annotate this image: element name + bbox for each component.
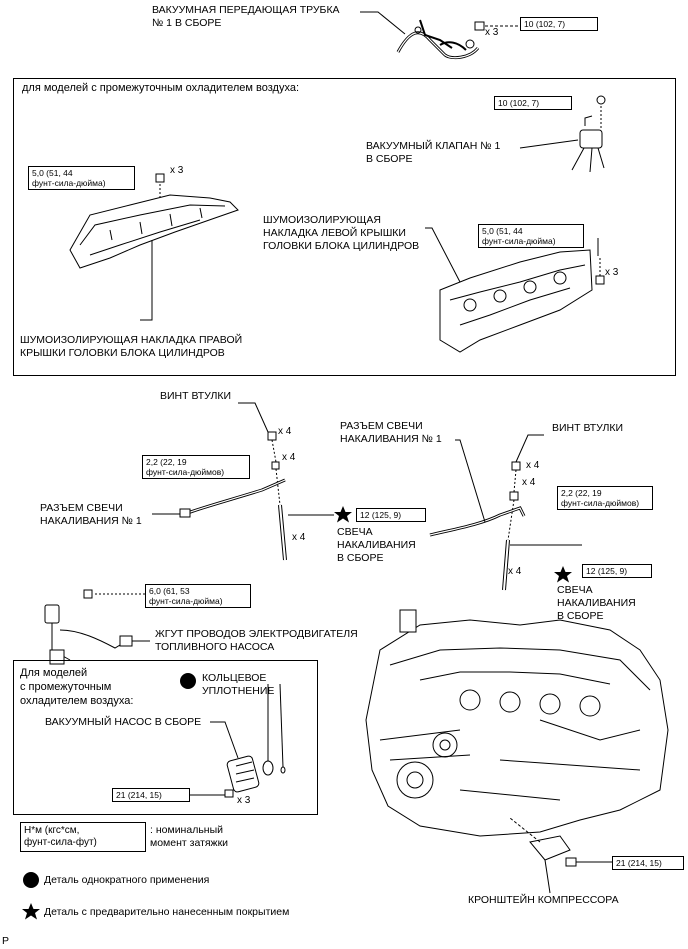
- one-time-use-dot-icon: [23, 872, 39, 888]
- legend-precoated-text: Деталь с предварительно нанесенным покры…: [44, 906, 290, 918]
- legend-one-time-text: Деталь однократного применения: [44, 874, 210, 886]
- right-bushing-screw-qty: x 4: [526, 460, 540, 471]
- bracket-torque: 21 (214, 15): [612, 856, 684, 870]
- left-nut-qty: x 4: [282, 452, 296, 463]
- intercooler-section-frame: [13, 78, 676, 376]
- left-cover-torque: 5,0 (51, 44 фунт-сила-дюйма): [478, 224, 584, 248]
- right-plug-torque: 12 (125, 9): [582, 564, 652, 578]
- vacuum-tube-torque: 10 (102, 7): [520, 17, 598, 31]
- precoated-star-icon: [22, 903, 40, 920]
- left-nut-torque: 2,2 (22, 19 фунт-сила-дюймов): [142, 455, 250, 479]
- intercooler-section-title: для моделей с промежуточным охладителем …: [22, 82, 300, 94]
- right-cover-qty: x 3: [170, 165, 184, 176]
- left-glow-plug-part: [179, 431, 287, 561]
- vacuum-pump-torque: 21 (214, 15): [112, 788, 190, 802]
- left-bushing-screw-label: ВИНТ ВТУЛКИ: [160, 390, 232, 402]
- vacuum-tube-part: [396, 19, 480, 60]
- left-plug-qty: x 4: [292, 532, 306, 543]
- bracket-label: КРОНШТЕЙН КОМПРЕССОРА: [468, 894, 619, 906]
- legend-unit-text: : номинальный момент затяжки: [150, 824, 229, 849]
- pump-section-frame: [13, 660, 318, 815]
- vacuum-pump-label: ВАКУУМНЫЙ НАСОС В СБОРЕ: [45, 716, 202, 728]
- left-connector-label: РАЗЪЕМ СВЕЧИ НАКАЛИВАНИЯ № 1: [40, 502, 142, 527]
- oring-label: КОЛЬЦЕВОЕ УПЛОТНЕНИЕ: [202, 672, 275, 697]
- left-plug-label: СВЕЧА НАКАЛИВАНИЯ В СБОРЕ: [337, 526, 416, 564]
- legend-unit-box: Н*м (кгс*см, фунт-сила-фут): [20, 822, 146, 852]
- right-glow-plug-part: [429, 461, 526, 591]
- vacuum-tube-qty: x 3: [485, 27, 499, 38]
- right-plug-label: СВЕЧА НАКАЛИВАНИЯ В СБОРЕ: [557, 584, 636, 622]
- right-plug-qty: x 4: [508, 566, 522, 577]
- vacuum-valve-part: [571, 95, 606, 173]
- precoated-star-icon: [334, 506, 352, 523]
- left-cover-label: ШУМОИЗОЛИРУЮЩАЯ НАКЛАДКА ЛЕВОЙ КРЫШКИ ГО…: [263, 214, 420, 252]
- vacuum-valve-label: ВАКУУМНЫЙ КЛАПАН № 1 В СБОРЕ: [366, 140, 501, 165]
- precoated-star-icon: [554, 566, 572, 583]
- engine-part: [365, 609, 669, 837]
- vacuum-valve-torque: 10 (102, 7): [494, 96, 572, 110]
- right-cover-part: [69, 194, 239, 269]
- left-cover-part: [439, 249, 593, 353]
- right-nut-qty: x 4: [522, 477, 536, 488]
- vacuum-pump-qty: x 3: [237, 795, 251, 806]
- one-time-use-dot-icon: [180, 673, 196, 689]
- right-cover-torque: 5,0 (51, 44 фунт-сила-дюйма): [28, 166, 135, 190]
- pump-section-title: Для моделей с промежуточным охладителем …: [20, 667, 134, 707]
- corner-mark: P: [2, 935, 10, 947]
- left-bushing-screw-qty: x 4: [278, 426, 292, 437]
- right-nut-torque: 2,2 (22, 19 фунт-сила-дюймов): [557, 486, 653, 510]
- left-plug-torque: 12 (125, 9): [356, 508, 426, 522]
- left-cover-qty: x 3: [605, 267, 619, 278]
- compressor-bracket-part: [529, 835, 577, 867]
- right-bushing-screw-label: ВИНТ ВТУЛКИ: [552, 422, 624, 434]
- right-cover-label: ШУМОИЗОЛИРУЮЩАЯ НАКЛАДКА ПРАВОЙ КРЫШКИ Г…: [20, 334, 243, 359]
- harness-label: ЖГУТ ПРОВОДОВ ЭЛЕКТРОДВИГАТЕЛЯ ТОПЛИВНОГ…: [155, 628, 358, 653]
- vacuum-tube-label: ВАКУУМНАЯ ПЕРЕДАЮЩАЯ ТРУБКА № 1 В СБОРЕ: [152, 4, 340, 29]
- harness-torque: 6,0 (61, 53 фунт-сила-дюйма): [145, 584, 251, 608]
- right-connector-label: РАЗЪЕМ СВЕЧИ НАКАЛИВАНИЯ № 1: [340, 420, 442, 445]
- harness-part: [44, 589, 133, 665]
